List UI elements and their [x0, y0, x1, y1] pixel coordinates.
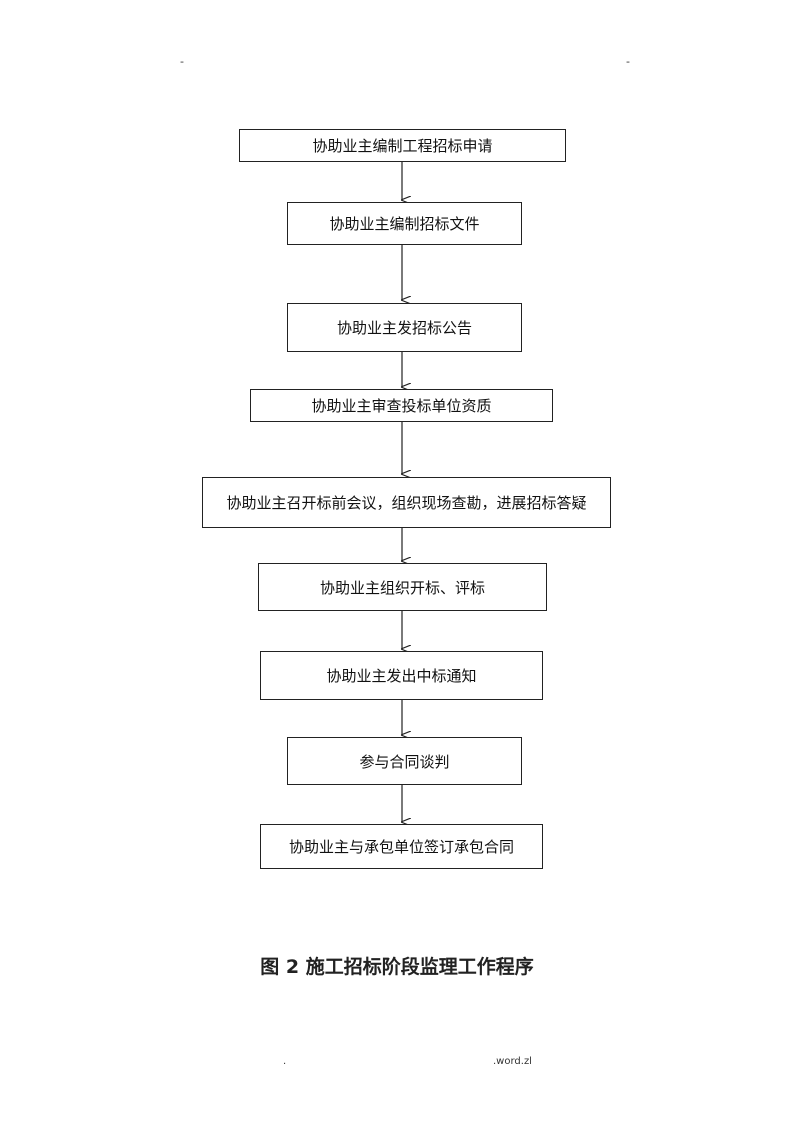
header-mark-left: -: [180, 55, 184, 68]
flow-step-2: 协助业主编制招标文件: [287, 202, 522, 245]
flow-step-7: 协助业主发出中标通知: [260, 651, 543, 700]
flow-step-4: 协助业主审查投标单位资质: [250, 389, 553, 422]
figure-caption: 图 2 施工招标阶段监理工作程序: [260, 956, 534, 978]
flow-step-9: 协助业主与承包单位签订承包合同: [260, 824, 543, 869]
flow-step-1: 协助业主编制工程招标申请: [239, 129, 566, 162]
flow-step-8: 参与合同谈判: [287, 737, 522, 785]
flow-step-6: 协助业主组织开标、评标: [258, 563, 547, 611]
footer-mark-right: .word.zl: [493, 1056, 532, 1067]
flow-step-3: 协助业主发招标公告: [287, 303, 522, 352]
flow-step-5: 协助业主召开标前会议，组织现场查勘，进展招标答疑: [202, 477, 611, 528]
header-mark-right: -: [626, 55, 630, 68]
footer-mark-left: .: [283, 1056, 287, 1067]
